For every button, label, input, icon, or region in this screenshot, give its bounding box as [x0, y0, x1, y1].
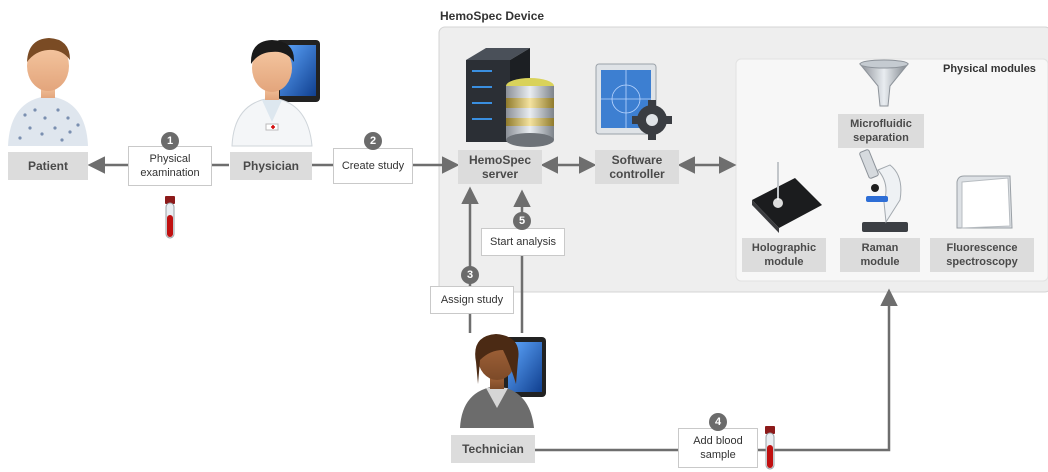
holographic-label: Holographic module	[742, 238, 826, 272]
step-1-number: 1	[161, 132, 179, 150]
fluorescence-label: Fluorescence spectroscopy	[930, 238, 1034, 272]
physician-label: Physician	[230, 152, 312, 180]
holographic-icon	[752, 162, 822, 233]
software-controller-icon	[595, 63, 672, 140]
step-1-label: Physical examination	[128, 146, 212, 186]
controller-label: Software controller	[595, 150, 679, 184]
patient-icon	[8, 38, 88, 146]
step-4-label: Add blood sample	[678, 428, 758, 468]
step-5-number: 5	[513, 212, 531, 230]
modules-title: Physical modules	[943, 63, 1036, 75]
microfluidic-label: Microfluidic separation	[838, 114, 924, 148]
step-5-label: Start analysis	[481, 228, 565, 256]
physician-icon	[231, 40, 320, 147]
blood-tube-icon	[765, 426, 775, 470]
technician-label: Technician	[451, 435, 535, 463]
step-2-number: 2	[364, 132, 382, 150]
server-icon	[466, 48, 554, 147]
funnel-icon	[858, 59, 910, 107]
server-label: HemoSpec server	[458, 150, 542, 184]
patient-label: Patient	[8, 152, 88, 180]
step-4-number: 4	[709, 413, 727, 431]
microscope-icon	[859, 149, 908, 232]
step-2-label: Create study	[333, 148, 413, 184]
fluorescence-icon	[956, 175, 1013, 229]
technician-icon	[460, 334, 546, 428]
step-3-label: Assign study	[430, 286, 514, 314]
step-3-number: 3	[461, 266, 479, 284]
raman-label: Raman module	[840, 238, 920, 272]
blood-tube-icon	[165, 196, 175, 239]
device-title: HemoSpec Device	[440, 9, 545, 23]
arrow-technician-sample	[535, 288, 898, 452]
